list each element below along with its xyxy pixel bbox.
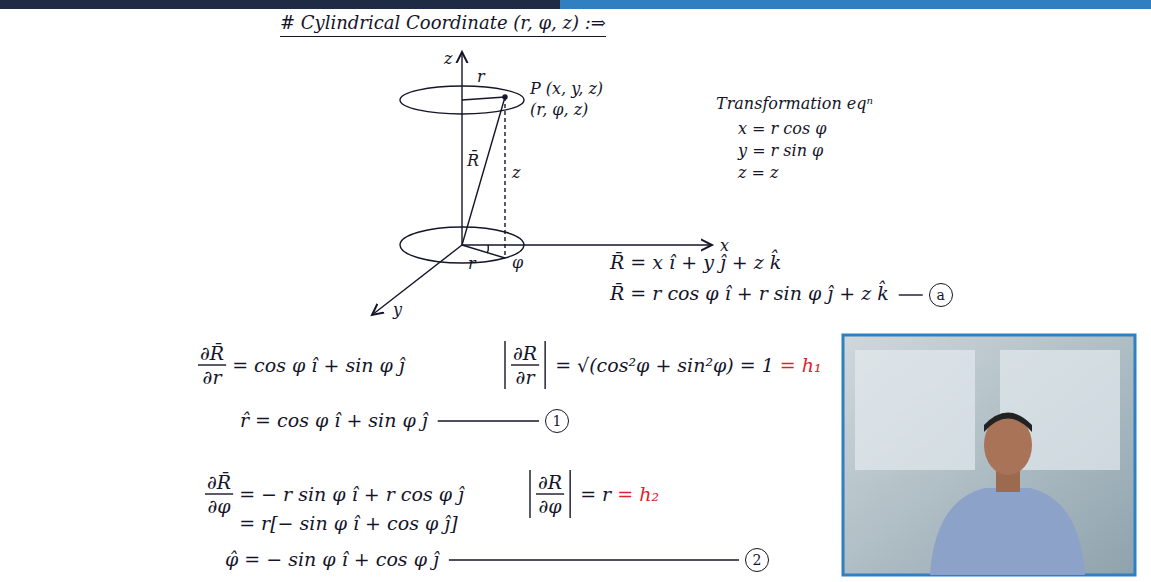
axis-label: y <box>393 300 402 319</box>
equation: z = z <box>738 163 778 182</box>
dimension-label: r <box>477 67 485 86</box>
video-frame <box>843 335 1135 575</box>
fraction-numerator: ∂R̄ <box>200 342 224 364</box>
equation-number: 2 <box>745 548 769 572</box>
equation: = cos φ î + sin φ ĵ <box>232 354 405 376</box>
angle-arc <box>487 245 488 253</box>
leader-line <box>449 559 739 560</box>
x-axis <box>462 244 712 245</box>
abs-bar <box>529 470 530 518</box>
height-line <box>504 97 505 258</box>
heading-note: Transformation eqⁿ <box>716 94 873 113</box>
fraction-bar <box>511 364 539 365</box>
equation: = − r sin φ î + r cos φ ĵ <box>239 483 464 505</box>
axis-label: z <box>444 49 452 68</box>
abs-bar <box>504 341 505 389</box>
fraction-bar <box>198 364 226 365</box>
equation: x = r cos φ <box>738 119 826 138</box>
equation: = r <box>580 483 611 505</box>
vector-label: R̄ <box>467 151 479 170</box>
equation: R̄ = r cos φ î + r sin φ ĵ + z k̂ <box>610 282 889 304</box>
equation: = r[− sin φ î + cos φ ĵ] <box>239 512 457 534</box>
fraction-numerator: ∂R <box>513 342 537 364</box>
angle-label: φ <box>512 253 523 272</box>
title: # Cylindrical Coordinate (r, φ, z) :⇒ <box>280 12 606 37</box>
y-axis <box>372 245 462 315</box>
dimension-label: z <box>512 163 520 182</box>
window <box>855 350 975 470</box>
radius-line <box>462 97 505 100</box>
cylinder-figure <box>372 52 712 315</box>
fraction-denominator: ∂r <box>203 366 222 388</box>
fraction-denominator: ∂φ <box>208 495 231 517</box>
dimension-label: r <box>468 254 476 273</box>
video-inset <box>843 335 1135 575</box>
fraction-bar <box>205 493 233 494</box>
fraction-numerator: ∂R <box>538 471 562 493</box>
equation-number: 1 <box>545 409 569 433</box>
point-label: P (x, y, z) <box>530 79 603 98</box>
person-hair <box>984 413 1032 433</box>
position-vector <box>462 97 505 245</box>
equation: = √(cos²φ + sin²φ) = 1 <box>555 354 774 376</box>
scale-factor: = h₂ <box>617 483 659 505</box>
abs-bar <box>569 470 570 518</box>
equation: y = r sin φ <box>738 141 823 160</box>
leader-line <box>899 294 923 295</box>
fraction-denominator: ∂r <box>516 366 535 388</box>
fraction-numerator: ∂R̄ <box>207 471 231 493</box>
point <box>503 95 507 99</box>
fraction-bar <box>536 493 564 494</box>
scale-factor: = h₁ <box>780 354 822 376</box>
equation: φ̂ = − sin φ î + cos φ ĵ <box>225 548 439 570</box>
person-shirt <box>930 488 1085 575</box>
point-label: (r, φ, z) <box>530 100 588 119</box>
z-axis <box>461 52 462 245</box>
leader-line <box>438 420 539 421</box>
equation: R̄ = x î + y ĵ + z k̂ <box>610 251 781 273</box>
top-bar <box>0 0 560 9</box>
abs-bar <box>544 341 545 389</box>
equation-number: a <box>929 283 953 307</box>
top-bar <box>560 0 1151 9</box>
equation: r̂ = cos φ î + sin φ ĵ <box>240 409 428 431</box>
fraction-denominator: ∂φ <box>539 495 562 517</box>
